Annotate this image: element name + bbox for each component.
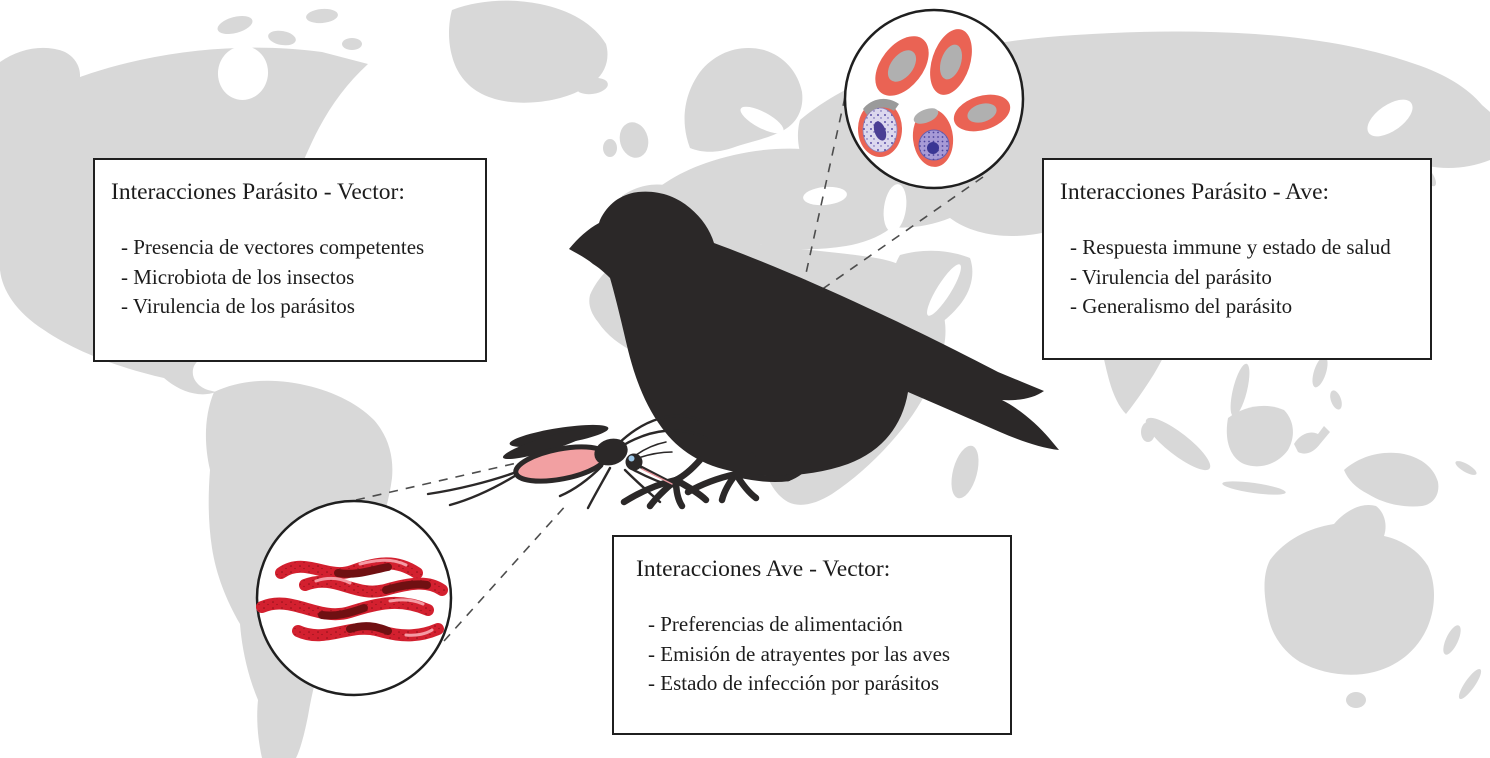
box-items-parasite-bird: - Respuesta immune y estado de salud - V… [1044, 233, 1430, 322]
mosquito-antennae [635, 441, 673, 459]
map-scandinavia [684, 48, 803, 152]
parasite-worm [275, 557, 423, 580]
box-items-bird-vector: - Preferencias de alimentación - Emisión… [614, 610, 1010, 699]
map-sea-cutouts [217, 46, 1413, 316]
mosquito-wing [502, 428, 592, 460]
map-borneo [1226, 405, 1293, 467]
map-arctic-island [268, 30, 296, 46]
list-item: - Generalismo del parásito [1070, 294, 1293, 318]
mosquito-eye [628, 455, 635, 462]
map-ireland [603, 139, 617, 157]
map-new-zealand [1443, 625, 1461, 655]
red-blood-cell [953, 94, 1011, 132]
box-items-parasite-vector: - Presencia de vectores competentes - Mi… [95, 233, 485, 322]
map-sulawesi [1294, 426, 1330, 454]
map-sumatra [1145, 417, 1211, 471]
mosquito-thorax [594, 438, 628, 466]
map-britain [619, 122, 649, 158]
inset-circle-worms [255, 499, 453, 697]
parasite-worm [256, 596, 434, 621]
map-new-zealand [1458, 668, 1482, 700]
red-blood-cell [875, 36, 929, 96]
map-australia [1264, 504, 1434, 675]
map-arctic-island [342, 38, 362, 50]
map-madagascar [951, 445, 979, 499]
mosquito-proboscis [639, 465, 676, 486]
blood-parasites-inset [255, 499, 453, 697]
map-greenland [449, 0, 608, 103]
bird-claws [620, 452, 812, 510]
parasite-worm [299, 575, 448, 598]
dashed-line-blood-right [800, 176, 984, 305]
list-item: - Virulencia del parásito [1070, 264, 1272, 289]
map-tasmania [1346, 692, 1366, 708]
map-arctic-island [217, 15, 253, 35]
map-philippines [1312, 356, 1328, 388]
dashed-line-worms-bottom [443, 502, 569, 642]
mosquito-proboscis-inner [641, 468, 673, 485]
list-item: - Estado de infección por parásitos [648, 671, 939, 695]
callout-dashed-lines [355, 96, 984, 642]
infected-cell-trophozoite [858, 98, 902, 157]
mosquito-illustration [426, 414, 708, 510]
info-box-parasite-bird: Interacciones Parásito - Ave: - Respuest… [1042, 158, 1432, 360]
list-item: - Microbiota de los insectos [121, 264, 355, 289]
list-item: - Virulencia de los parásitos [121, 294, 355, 318]
map-java [1222, 481, 1286, 495]
map-new-guinea [1344, 452, 1439, 507]
list-item: - Respuesta immune y estado de salud [1070, 235, 1391, 259]
red-blood-cell [930, 29, 972, 95]
map-kamchatka [1424, 90, 1448, 154]
dashed-line-blood-left [798, 96, 846, 306]
displaced-nucleus-crescent [863, 98, 899, 115]
map-arctic-island [306, 8, 338, 24]
box-title-parasite-bird: Interacciones Parásito - Ave: [1060, 179, 1330, 205]
box-title-bird-vector: Interacciones Ave - Vector: [636, 556, 891, 582]
map-solomon [1455, 461, 1477, 475]
info-box-bird-vector: Interacciones Ave - Vector: - Preferenci… [612, 535, 1012, 735]
infected-blood-cells-inset [843, 8, 1025, 190]
list-item: - Preferencias de alimentación [648, 612, 903, 636]
parasite-worm [292, 622, 444, 642]
box-title-parasite-vector: Interacciones Parásito - Vector: [111, 179, 405, 205]
bird-silhouette [569, 191, 1059, 510]
list-item: - Emisión de atrayentes por las aves [648, 641, 951, 666]
map-philippines [1330, 390, 1342, 410]
list-item: - Presencia de vectores competentes [121, 235, 425, 259]
dashed-line-worms-top [355, 456, 544, 501]
map-iceland [576, 77, 608, 95]
infected-cell-gametocyte [912, 108, 954, 167]
bird-body [569, 191, 1059, 476]
map-malay-peninsula [1230, 363, 1250, 417]
info-box-parasite-vector: Interacciones Parásito - Vector: - Prese… [93, 158, 487, 362]
